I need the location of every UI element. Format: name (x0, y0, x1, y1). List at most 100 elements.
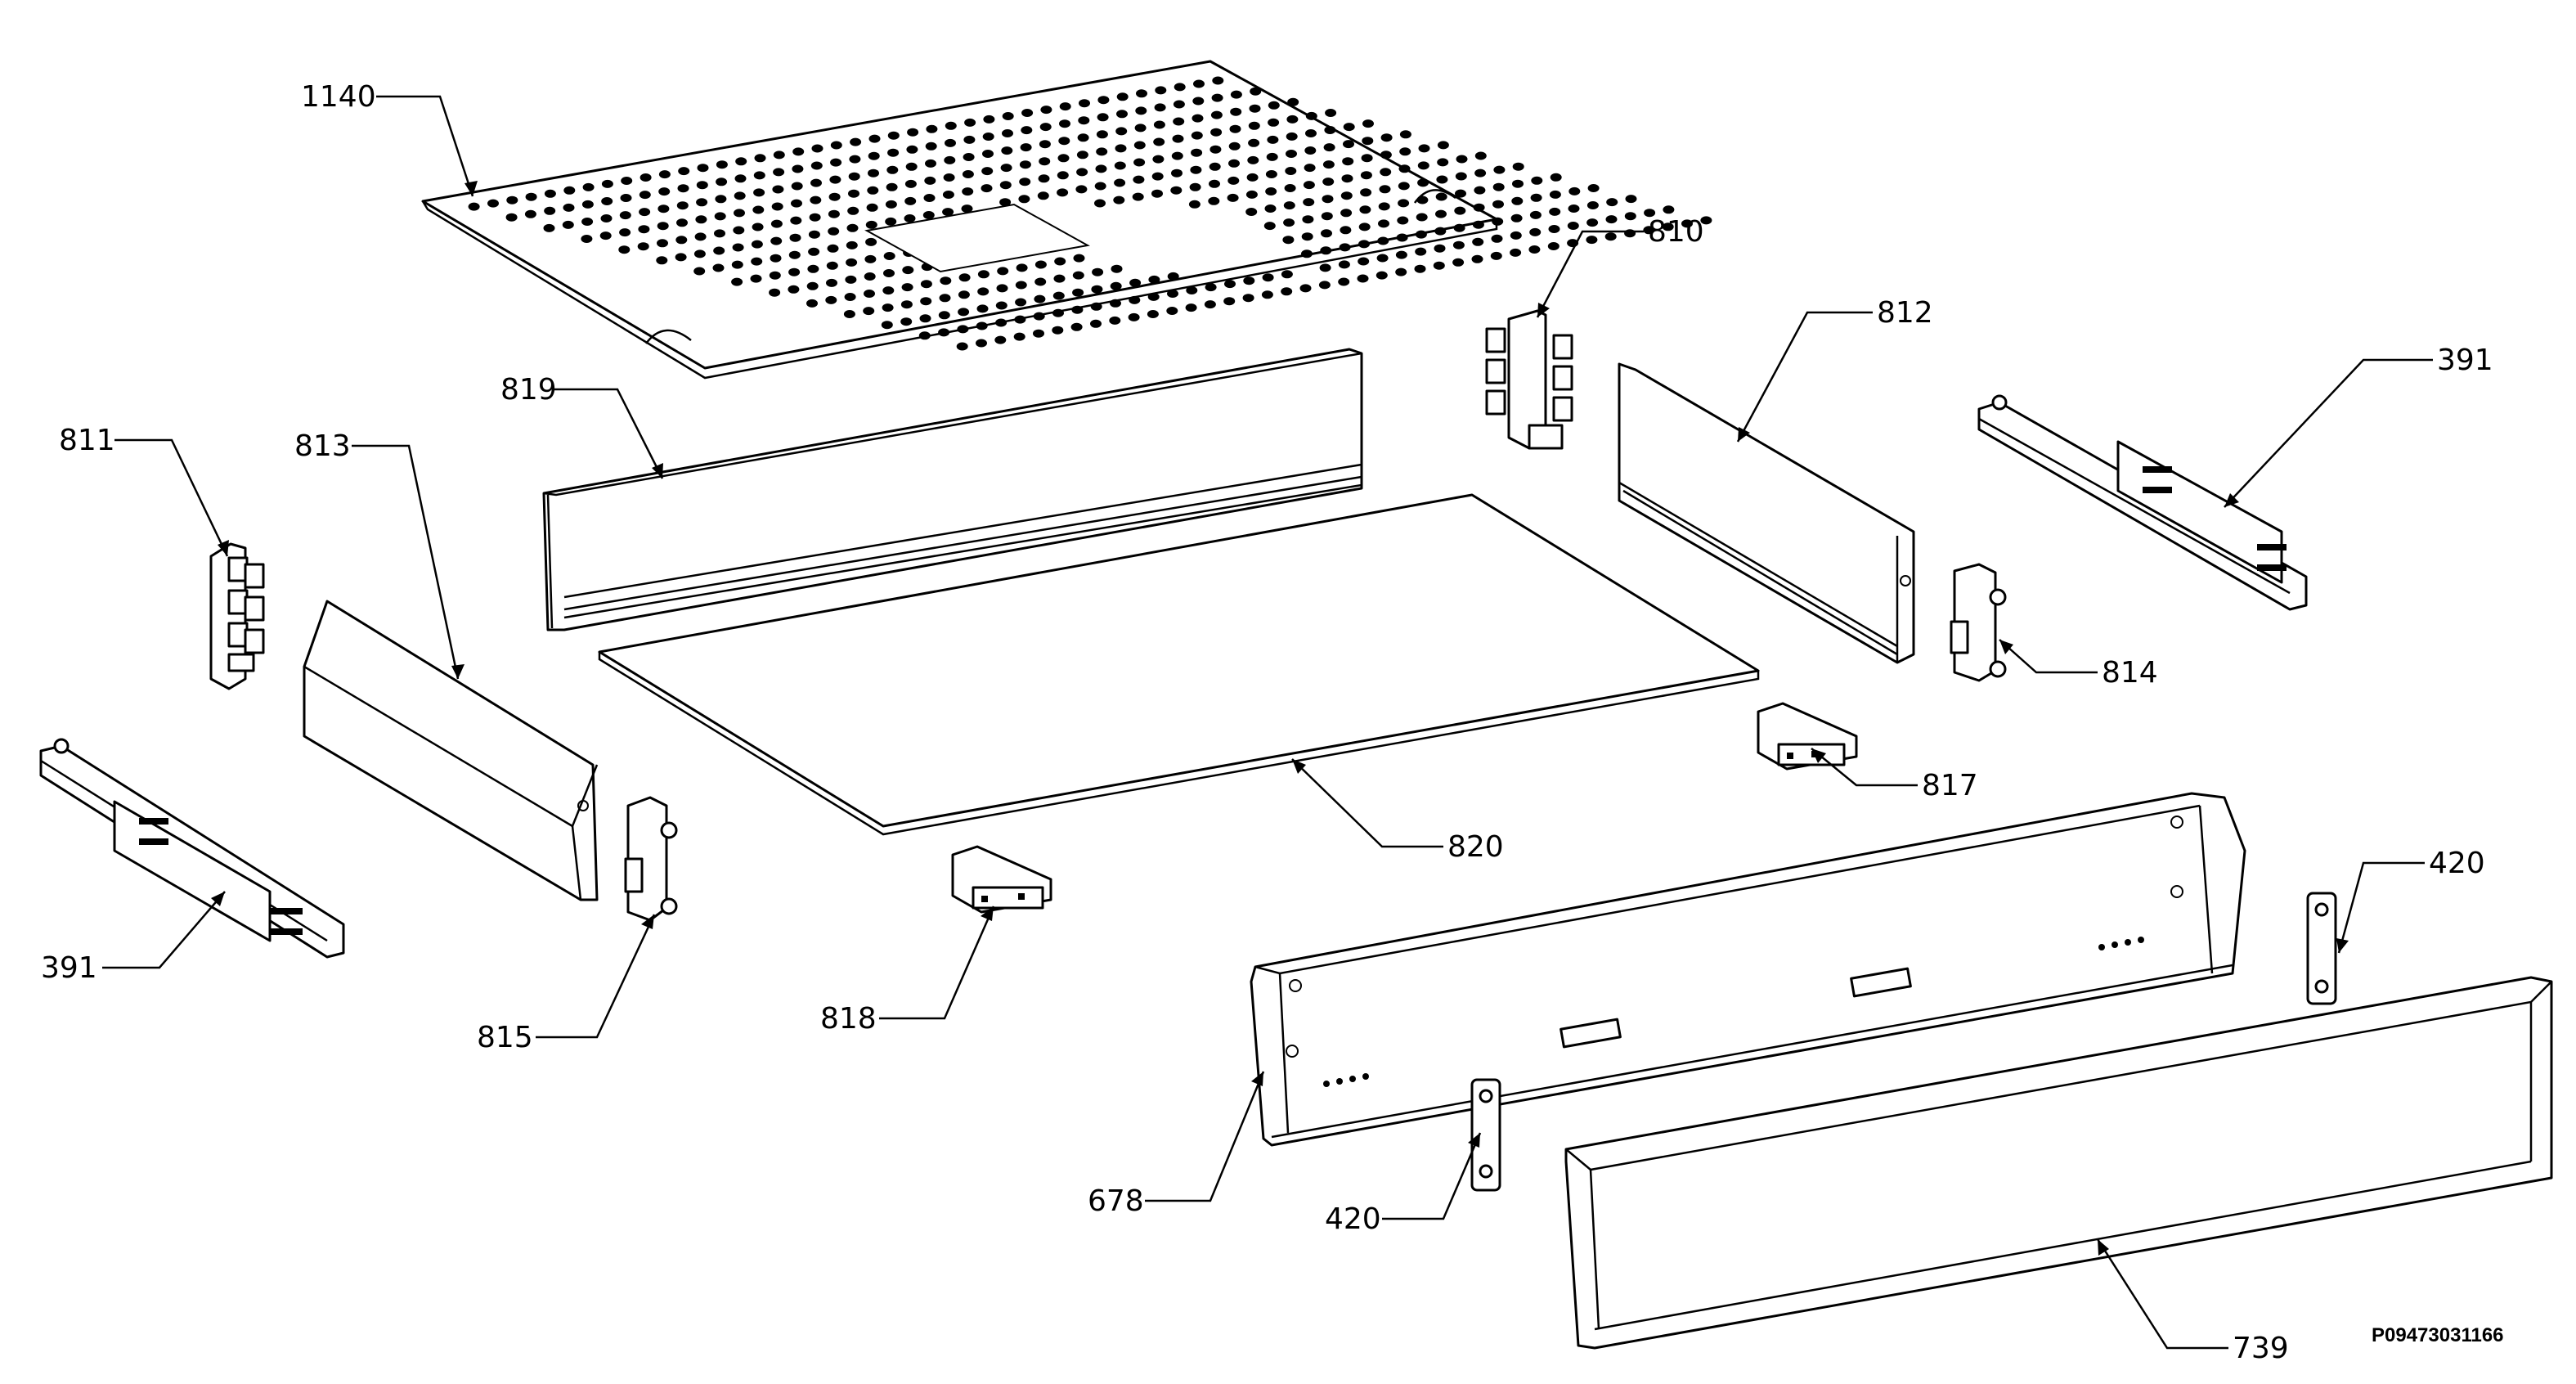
plate-hole (957, 325, 969, 334)
plate-hole (846, 223, 859, 232)
plate-hole (904, 196, 917, 205)
part-739-drawer-front (1564, 976, 2553, 1350)
plate-hole (1700, 216, 1712, 225)
plate-hole (1185, 303, 1197, 312)
plate-hole (754, 154, 766, 163)
plate-hole (1052, 308, 1064, 317)
plate-hole (1339, 243, 1351, 252)
part-678-inner-front-panel (1250, 792, 2246, 1147)
plate-hole (881, 321, 893, 330)
plate-hole (1380, 133, 1393, 142)
plate-hole (788, 267, 801, 276)
label-811: 811 (59, 424, 115, 457)
plate-hole (958, 290, 970, 299)
plate-hole (810, 195, 822, 204)
plate-hole (1281, 270, 1293, 279)
plate-hole (1681, 219, 1693, 228)
plate-hole (864, 290, 875, 298)
plate-hole (1210, 110, 1223, 119)
plate-hole (1094, 199, 1106, 208)
plate-hole (621, 177, 633, 185)
plate-hole (810, 178, 822, 187)
plate-hole (961, 204, 973, 213)
plate-hole (1322, 195, 1334, 204)
plate-hole (716, 177, 728, 186)
plate-hole (1378, 202, 1390, 211)
plate-hole (1037, 191, 1049, 200)
plate-hole (905, 162, 918, 171)
plate-notch-left (644, 329, 692, 344)
plate-hole (1319, 263, 1331, 272)
plate-hole (734, 191, 746, 200)
plate-hole (789, 233, 801, 242)
plate-hole (1474, 151, 1487, 160)
plate-hole (829, 175, 841, 184)
plate-hole (1472, 220, 1484, 229)
plate-hole (1305, 129, 1317, 137)
plate-hole (676, 218, 688, 227)
plate-hole (658, 187, 671, 196)
plate-hole (753, 171, 765, 180)
plate-hole (885, 217, 897, 226)
plate-hole (1380, 151, 1392, 160)
plate-hole (806, 299, 818, 308)
plate-hole (901, 283, 913, 292)
plate-hole (983, 115, 995, 124)
plate-hole (1040, 106, 1052, 115)
plate-hole (1341, 174, 1353, 183)
plate-hole (1528, 245, 1541, 254)
plate-hole (1116, 92, 1129, 101)
plate-hole (1302, 215, 1314, 224)
plate-hole (1034, 294, 1046, 303)
plate-hole (1399, 130, 1411, 139)
plate-hole (958, 273, 971, 282)
plate-hole (1338, 277, 1350, 286)
plate-hole (1090, 319, 1102, 328)
plate-hole (1243, 276, 1255, 285)
plate-hole (977, 270, 990, 279)
plate-hole (1417, 178, 1429, 187)
plate-hole (807, 264, 819, 273)
plate-hole (1606, 198, 1618, 207)
plate-hole (1266, 152, 1278, 161)
plate-hole (809, 213, 821, 222)
plate-hole (1304, 164, 1316, 173)
plate-hole (883, 269, 895, 277)
plate-hole (1113, 195, 1125, 204)
plate-hole (1490, 251, 1502, 260)
plate-hole (963, 135, 976, 144)
plate-hole (1342, 157, 1354, 166)
plate-hole (1435, 192, 1447, 201)
plate-hole (982, 133, 994, 141)
plate-hole (826, 278, 837, 287)
plate-hole (1230, 107, 1242, 116)
label-813: 813 (294, 429, 351, 463)
plate-hole (1436, 175, 1448, 184)
plate-hole (1211, 93, 1223, 102)
plate-hole (1033, 312, 1045, 321)
plate-hole (1433, 261, 1445, 270)
plate-hole (752, 222, 764, 231)
plate-hole (1340, 191, 1353, 200)
plate-hole (1362, 119, 1374, 128)
plate-hole (1512, 162, 1524, 171)
plate-hole (1454, 206, 1466, 215)
plate-hole (1116, 110, 1128, 119)
plate-hole (1110, 281, 1122, 290)
plate-hole (1264, 204, 1277, 213)
plate-hole (1398, 182, 1410, 191)
plate-hole (865, 237, 877, 246)
plate-hole (1287, 97, 1299, 106)
label-1140: 1140 (301, 80, 376, 114)
plate-hole (1663, 205, 1675, 214)
plate-hole (713, 246, 725, 255)
plate-hole (830, 141, 842, 150)
plate-hole (1360, 171, 1372, 180)
plate-hole (825, 295, 837, 304)
plate-hole (751, 257, 763, 266)
part-812-right-side-panel (1618, 362, 1915, 664)
plate-hole (600, 214, 613, 222)
plate-hole (1357, 274, 1369, 283)
plate-hole (867, 186, 879, 195)
